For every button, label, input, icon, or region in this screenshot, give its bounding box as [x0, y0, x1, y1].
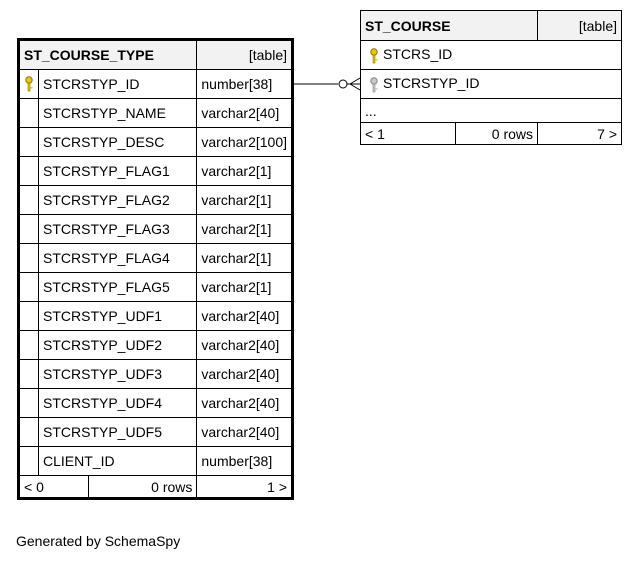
- table-st-course-type[interactable]: ST_COURSE_TYPE [table] STCRSTYP_ID numbe…: [17, 38, 294, 500]
- column-row[interactable]: STCRSTYP_UDF4 varchar2[40]: [18, 388, 293, 418]
- row-count: 0 rows: [151, 478, 193, 495]
- column-type: varchar2[40]: [196, 98, 293, 128]
- table-name: ST_COURSE: [360, 10, 538, 41]
- column-name: STCRSTYP_UDF1: [37, 301, 198, 331]
- column-type: varchar2[1]: [196, 156, 293, 186]
- key-cell: [18, 214, 39, 244]
- crowfoot-icon: [349, 77, 361, 85]
- column-row[interactable]: STCRSTYP_UDF2 varchar2[40]: [18, 330, 293, 360]
- relationship-stcrstyp-id: [294, 77, 361, 91]
- column-row[interactable]: STCRSTYP_ID number[38]: [18, 69, 293, 99]
- column-type: number[38]: [196, 446, 293, 476]
- column-type: varchar2[1]: [196, 214, 293, 244]
- column-type: varchar2[40]: [196, 359, 293, 389]
- key-cell: [18, 417, 39, 447]
- children-link[interactable]: 7 >: [537, 122, 622, 145]
- column-row[interactable]: STCRSTYP_UDF1 varchar2[40]: [18, 301, 293, 331]
- table-header: ST_COURSE [table]: [360, 10, 622, 41]
- column-name: STCRSTYP_FLAG5: [37, 272, 198, 302]
- column-name: STCRSTYP_FLAG3: [37, 214, 198, 244]
- column-row[interactable]: STCRSTYP_FLAG4 varchar2[1]: [18, 243, 293, 273]
- column-row[interactable]: STCRSTYP_UDF5 varchar2[40]: [18, 417, 293, 447]
- column-type: varchar2[100]: [196, 127, 293, 157]
- column-type: varchar2[1]: [196, 185, 293, 215]
- key-cell: [18, 185, 39, 215]
- column-type: varchar2[40]: [196, 388, 293, 418]
- key-cell: [18, 272, 39, 302]
- column-name: STCRSTYP_UDF4: [37, 388, 198, 418]
- column-row[interactable]: STCRSTYP_FLAG5 varchar2[1]: [18, 272, 293, 302]
- more-columns-row: ...: [360, 98, 622, 123]
- column-row[interactable]: STCRSTYP_FLAG1 varchar2[1]: [18, 156, 293, 186]
- key-cell: [18, 388, 39, 418]
- column-name: STCRSTYP_UDF2: [37, 330, 198, 360]
- column-name: STCRSTYP_FLAG1: [37, 156, 198, 186]
- column-name: CLIENT_ID: [37, 446, 198, 476]
- table-footer: < 0 0 rows 1 >: [17, 475, 293, 499]
- generated-by-credit: Generated by SchemaSpy: [16, 533, 181, 549]
- key-cell: [18, 156, 39, 186]
- row-count: 0 rows: [455, 122, 538, 145]
- key-cell: [18, 69, 39, 99]
- more-columns: ...: [360, 98, 622, 123]
- key-cell: [18, 359, 39, 389]
- key-cell: [18, 330, 39, 360]
- children-link[interactable]: 1 >: [196, 475, 293, 499]
- table-kind: [table]: [196, 39, 293, 70]
- parents-link[interactable]: < 1: [360, 122, 456, 145]
- primary-key-icon: [25, 76, 33, 92]
- key-cell: [18, 446, 39, 476]
- column-name: STCRSTYP_FLAG4: [37, 243, 198, 273]
- column-type: varchar2[1]: [196, 243, 293, 273]
- column-name: STCRSTYP_ID: [37, 69, 198, 99]
- primary-key-icon: [370, 47, 378, 63]
- key-cell: [18, 243, 39, 273]
- column-row[interactable]: STCRSTYP_DESC varchar2[100]: [18, 127, 293, 157]
- column-type: varchar2[40]: [196, 330, 293, 360]
- key-cell: [18, 98, 39, 128]
- column-type: number[38]: [196, 69, 293, 99]
- table-header: ST_COURSE_TYPE [table]: [17, 39, 293, 70]
- key-cell: [18, 301, 39, 331]
- foreign-key-icon: [370, 76, 378, 92]
- column-name: STCRSTYP_DESC: [37, 127, 198, 157]
- column-type: varchar2[1]: [196, 272, 293, 302]
- optional-circle-icon: [338, 79, 348, 89]
- table-name: ST_COURSE_TYPE: [17, 39, 198, 70]
- column-type: varchar2[40]: [196, 417, 293, 447]
- column-row[interactable]: STCRS_ID: [360, 40, 622, 70]
- column-row[interactable]: STCRSTYP_NAME varchar2[40]: [18, 98, 293, 128]
- column-name: STCRSTYP_UDF5: [37, 417, 198, 447]
- column-row[interactable]: CLIENT_ID number[38]: [18, 446, 293, 476]
- key-cell: [18, 127, 39, 157]
- column-row[interactable]: STCRSTYP_FLAG3 varchar2[1]: [18, 214, 293, 244]
- parents-link[interactable]: < 0: [20, 476, 89, 497]
- column-name: STCRSTYP_UDF3: [37, 359, 198, 389]
- table-footer: < 1 0 rows 7 >: [360, 122, 622, 145]
- column-row[interactable]: STCRSTYP_ID: [360, 69, 622, 99]
- column-type: varchar2[40]: [196, 301, 293, 331]
- column-name: STCRSTYP_FLAG2: [37, 185, 198, 215]
- column-row[interactable]: STCRSTYP_FLAG2 varchar2[1]: [18, 185, 293, 215]
- column-name: STCRSTYP_NAME: [37, 98, 198, 128]
- table-st-course[interactable]: ST_COURSE [table] STCRS_ID STCRSTYP_ID: [360, 10, 622, 145]
- column-name: STCRS_ID: [383, 46, 453, 63]
- column-name: STCRSTYP_ID: [383, 75, 480, 92]
- column-row[interactable]: STCRSTYP_UDF3 varchar2[40]: [18, 359, 293, 389]
- table-kind: [table]: [537, 10, 622, 41]
